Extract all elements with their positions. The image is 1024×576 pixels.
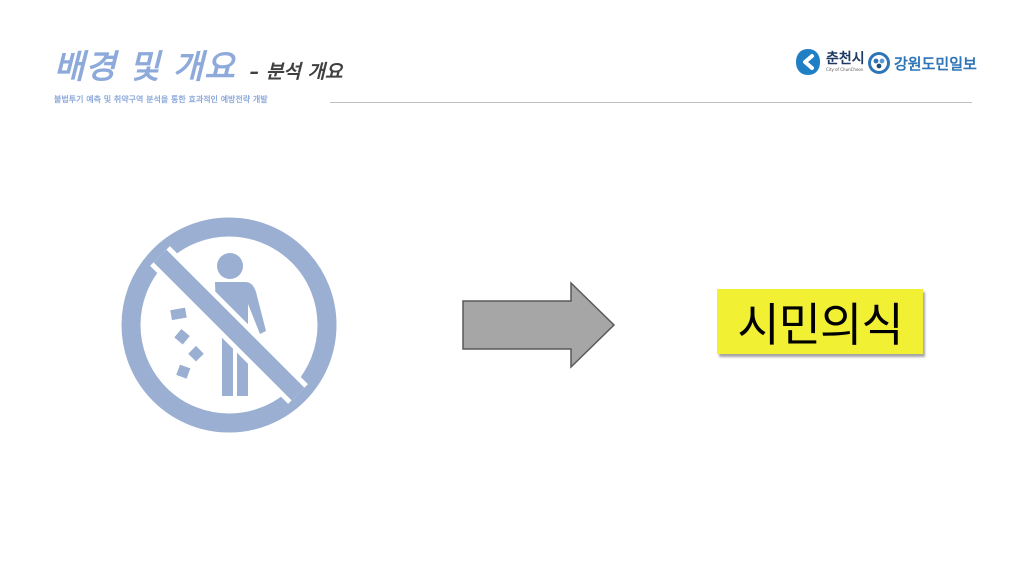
city-name: 춘천시 [826, 51, 865, 67]
civic-awareness-text: 시민의식 [737, 297, 903, 352]
page-title-suffix: – 분석 개요 [249, 61, 343, 83]
city-name-en: City of ChunCheon [826, 67, 864, 72]
right-arrow-icon [462, 281, 616, 369]
page-subtitle: 불법투기 예측 및 취약구역 분석을 통한 효과적인 예방전략 개발 [54, 95, 268, 104]
title-row: 배경 및 개요 – 분석 개요 [54, 40, 342, 88]
civic-awareness-label: 시민의식 [717, 289, 923, 354]
newspaper-logo: 강원도민일보 [867, 51, 977, 75]
header-divider [330, 102, 972, 103]
newspaper-name: 강원도민일보 [894, 54, 977, 73]
page-title: 배경 및 개요 [54, 47, 236, 86]
chuncheon-emblem-icon [796, 49, 820, 75]
newspaper-emblem-icon [868, 52, 890, 74]
chuncheon-logo: 춘천시 City of ChunCheon [794, 47, 865, 77]
no-littering-icon [121, 217, 337, 433]
